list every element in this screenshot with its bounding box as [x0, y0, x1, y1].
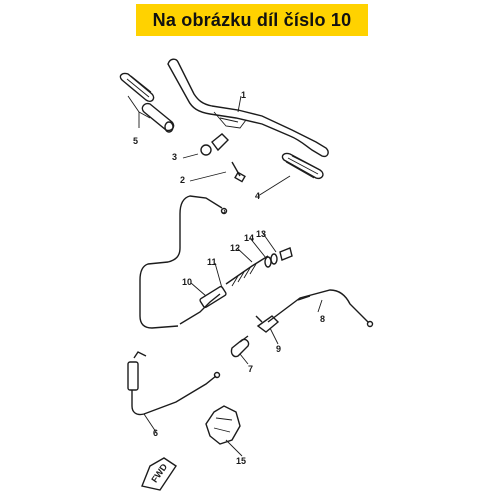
- throttle-sleeve: [230, 335, 250, 358]
- callout-13: 13: [256, 229, 266, 239]
- cable-lower: [127, 351, 221, 416]
- callout-6: 6: [153, 428, 158, 438]
- leader-lines: [127, 95, 323, 457]
- callout-4: 4: [255, 191, 260, 201]
- callout-1: 1: [241, 90, 246, 100]
- callout-11: 11: [207, 257, 217, 267]
- callout-15: 15: [236, 456, 246, 466]
- cable-left: [139, 195, 228, 329]
- bolt-part: [231, 161, 246, 183]
- page-title-banner: Na obrázku díl číslo 10: [136, 4, 368, 36]
- cable-adjuster-assembly: [179, 247, 293, 325]
- callout-5: 5: [133, 136, 138, 146]
- callout-12: 12: [230, 243, 240, 253]
- callout-10: 10: [182, 277, 192, 287]
- callout-8: 8: [320, 314, 325, 324]
- callout-14: 14: [244, 233, 254, 243]
- cable-right: [267, 289, 374, 328]
- callout-3: 3: [172, 152, 177, 162]
- callout-7: 7: [248, 364, 253, 374]
- cable-fitting: [255, 315, 280, 333]
- callout-9: 9: [276, 344, 281, 354]
- clamp-part: [200, 133, 229, 156]
- callout-2: 2: [180, 175, 185, 185]
- grip-right: [281, 152, 324, 180]
- handlebar: [167, 58, 329, 158]
- grip-left: [119, 72, 175, 133]
- forward-direction-arrow: FWD: [141, 457, 177, 491]
- page-title: Na obrázku díl číslo 10: [152, 9, 352, 30]
- callout-labels: 1 2 3 4 5 6 7 8 9 10 11 12 13 14 15: [133, 90, 325, 466]
- mounting-bracket: [205, 405, 241, 445]
